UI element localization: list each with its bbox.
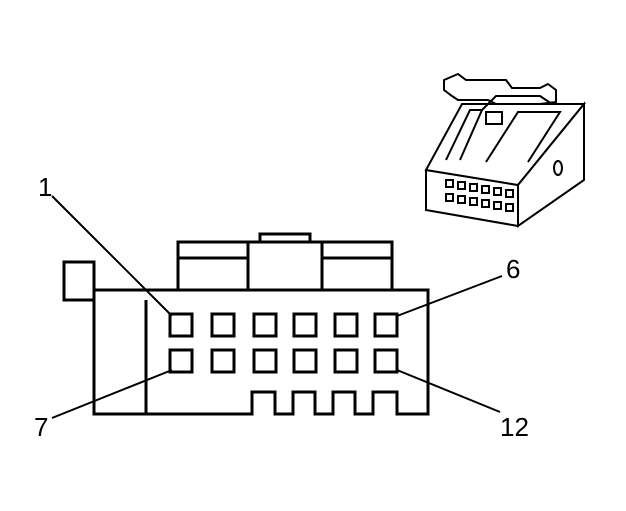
connector-side-hole — [553, 160, 563, 176]
cavity-pin-12 — [373, 348, 399, 374]
connector-latch-groove — [481, 95, 553, 111]
connector-latch — [443, 72, 557, 105]
cavity-pin-5 — [333, 312, 359, 338]
connector-top-channel-right — [485, 111, 562, 163]
mini-cavity — [481, 185, 490, 194]
cavity-pin-7 — [168, 348, 194, 374]
cavity-pin-1 — [168, 312, 194, 338]
connector-top-bump-left — [176, 240, 250, 292]
connector-body-outline — [92, 288, 430, 416]
leader-line-pin-6 — [396, 275, 503, 317]
cavity-pin-3 — [252, 312, 278, 338]
cavity-row-top — [168, 312, 399, 338]
connector-isometric-view — [424, 72, 587, 228]
leader-line-pin-1 — [51, 195, 173, 317]
mini-cavity — [457, 195, 466, 204]
cavity-pin-6 — [373, 312, 399, 338]
pin-label-12: 12 — [500, 412, 529, 442]
pin-label-7: 7 — [34, 412, 48, 442]
cavity-pin-2 — [210, 312, 236, 338]
mini-cavity — [457, 181, 466, 190]
cavity-row-bottom — [168, 348, 399, 374]
connector-side-face — [517, 101, 585, 228]
pin-label-1: 1 — [38, 172, 52, 202]
cavity-pin-9 — [252, 348, 278, 374]
mini-cavity — [493, 201, 502, 210]
mini-cavity — [469, 197, 478, 206]
mini-cavity — [445, 193, 454, 202]
leader-lines — [51, 195, 503, 419]
cavity-pin-11 — [333, 348, 359, 374]
connector-latch-tab-left — [62, 260, 96, 302]
mini-cavity — [469, 183, 478, 192]
connector-top-bump-right — [320, 240, 394, 292]
leader-line-pin-7 — [51, 369, 173, 419]
cavity-pin-8 — [210, 348, 236, 374]
connector-top-channel-left — [445, 109, 484, 161]
mini-cavity — [493, 187, 502, 196]
connector-latch-tab — [485, 111, 503, 125]
mini-cavity — [505, 189, 514, 198]
connector-front-cavities — [445, 179, 514, 212]
connector-face-view — [62, 232, 430, 416]
mini-cavity — [481, 199, 490, 208]
cavity-pin-4 — [292, 312, 318, 338]
cavity-pin-10 — [292, 348, 318, 374]
mini-cavity — [445, 179, 454, 188]
leader-line-pin-12 — [396, 369, 501, 413]
mini-cavity — [505, 203, 514, 212]
pin-label-6: 6 — [506, 254, 520, 284]
